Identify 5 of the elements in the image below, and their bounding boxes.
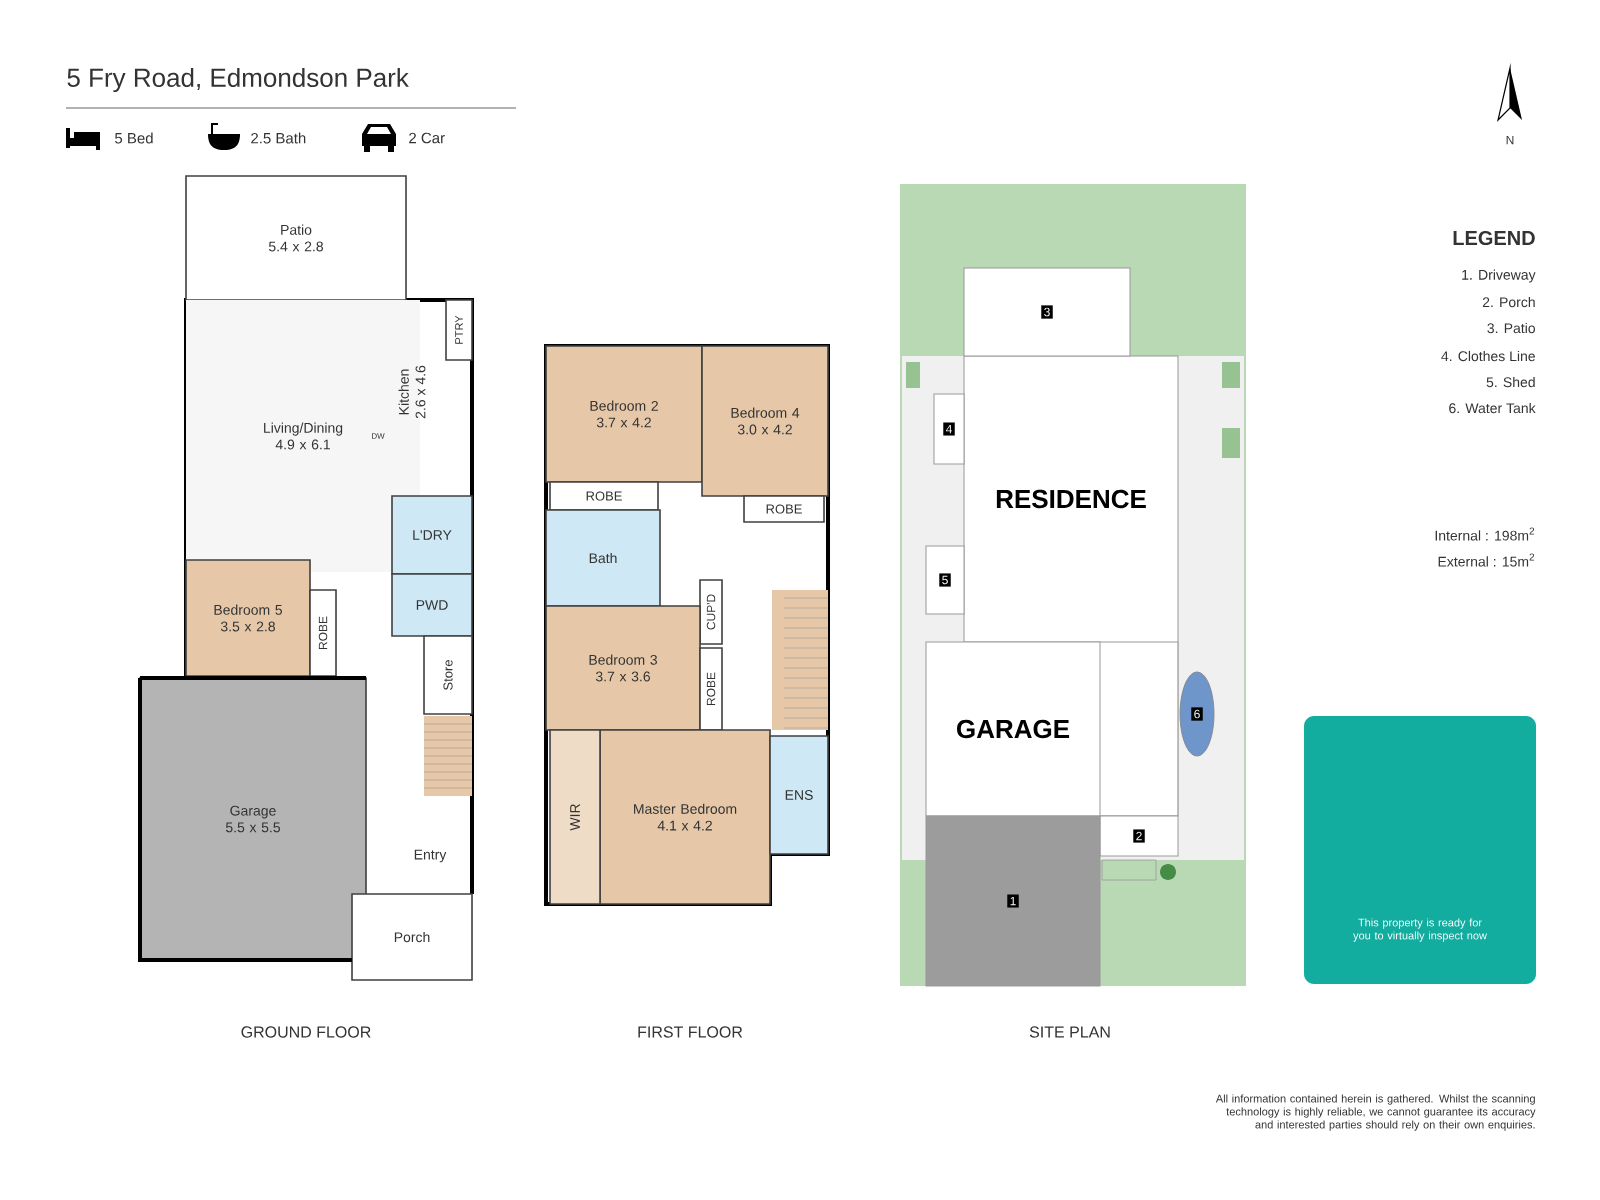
floor-caption: GROUND FLOOR: [241, 1026, 371, 1038]
floor-caption: FIRST FLOOR: [638, 1026, 743, 1038]
floor-caption: SITE PLAN: [1029, 1026, 1110, 1038]
legend-heading: LEGEND: [1453, 230, 1535, 246]
title: 5 Fry Road, Edmondson Park: [67, 67, 409, 93]
